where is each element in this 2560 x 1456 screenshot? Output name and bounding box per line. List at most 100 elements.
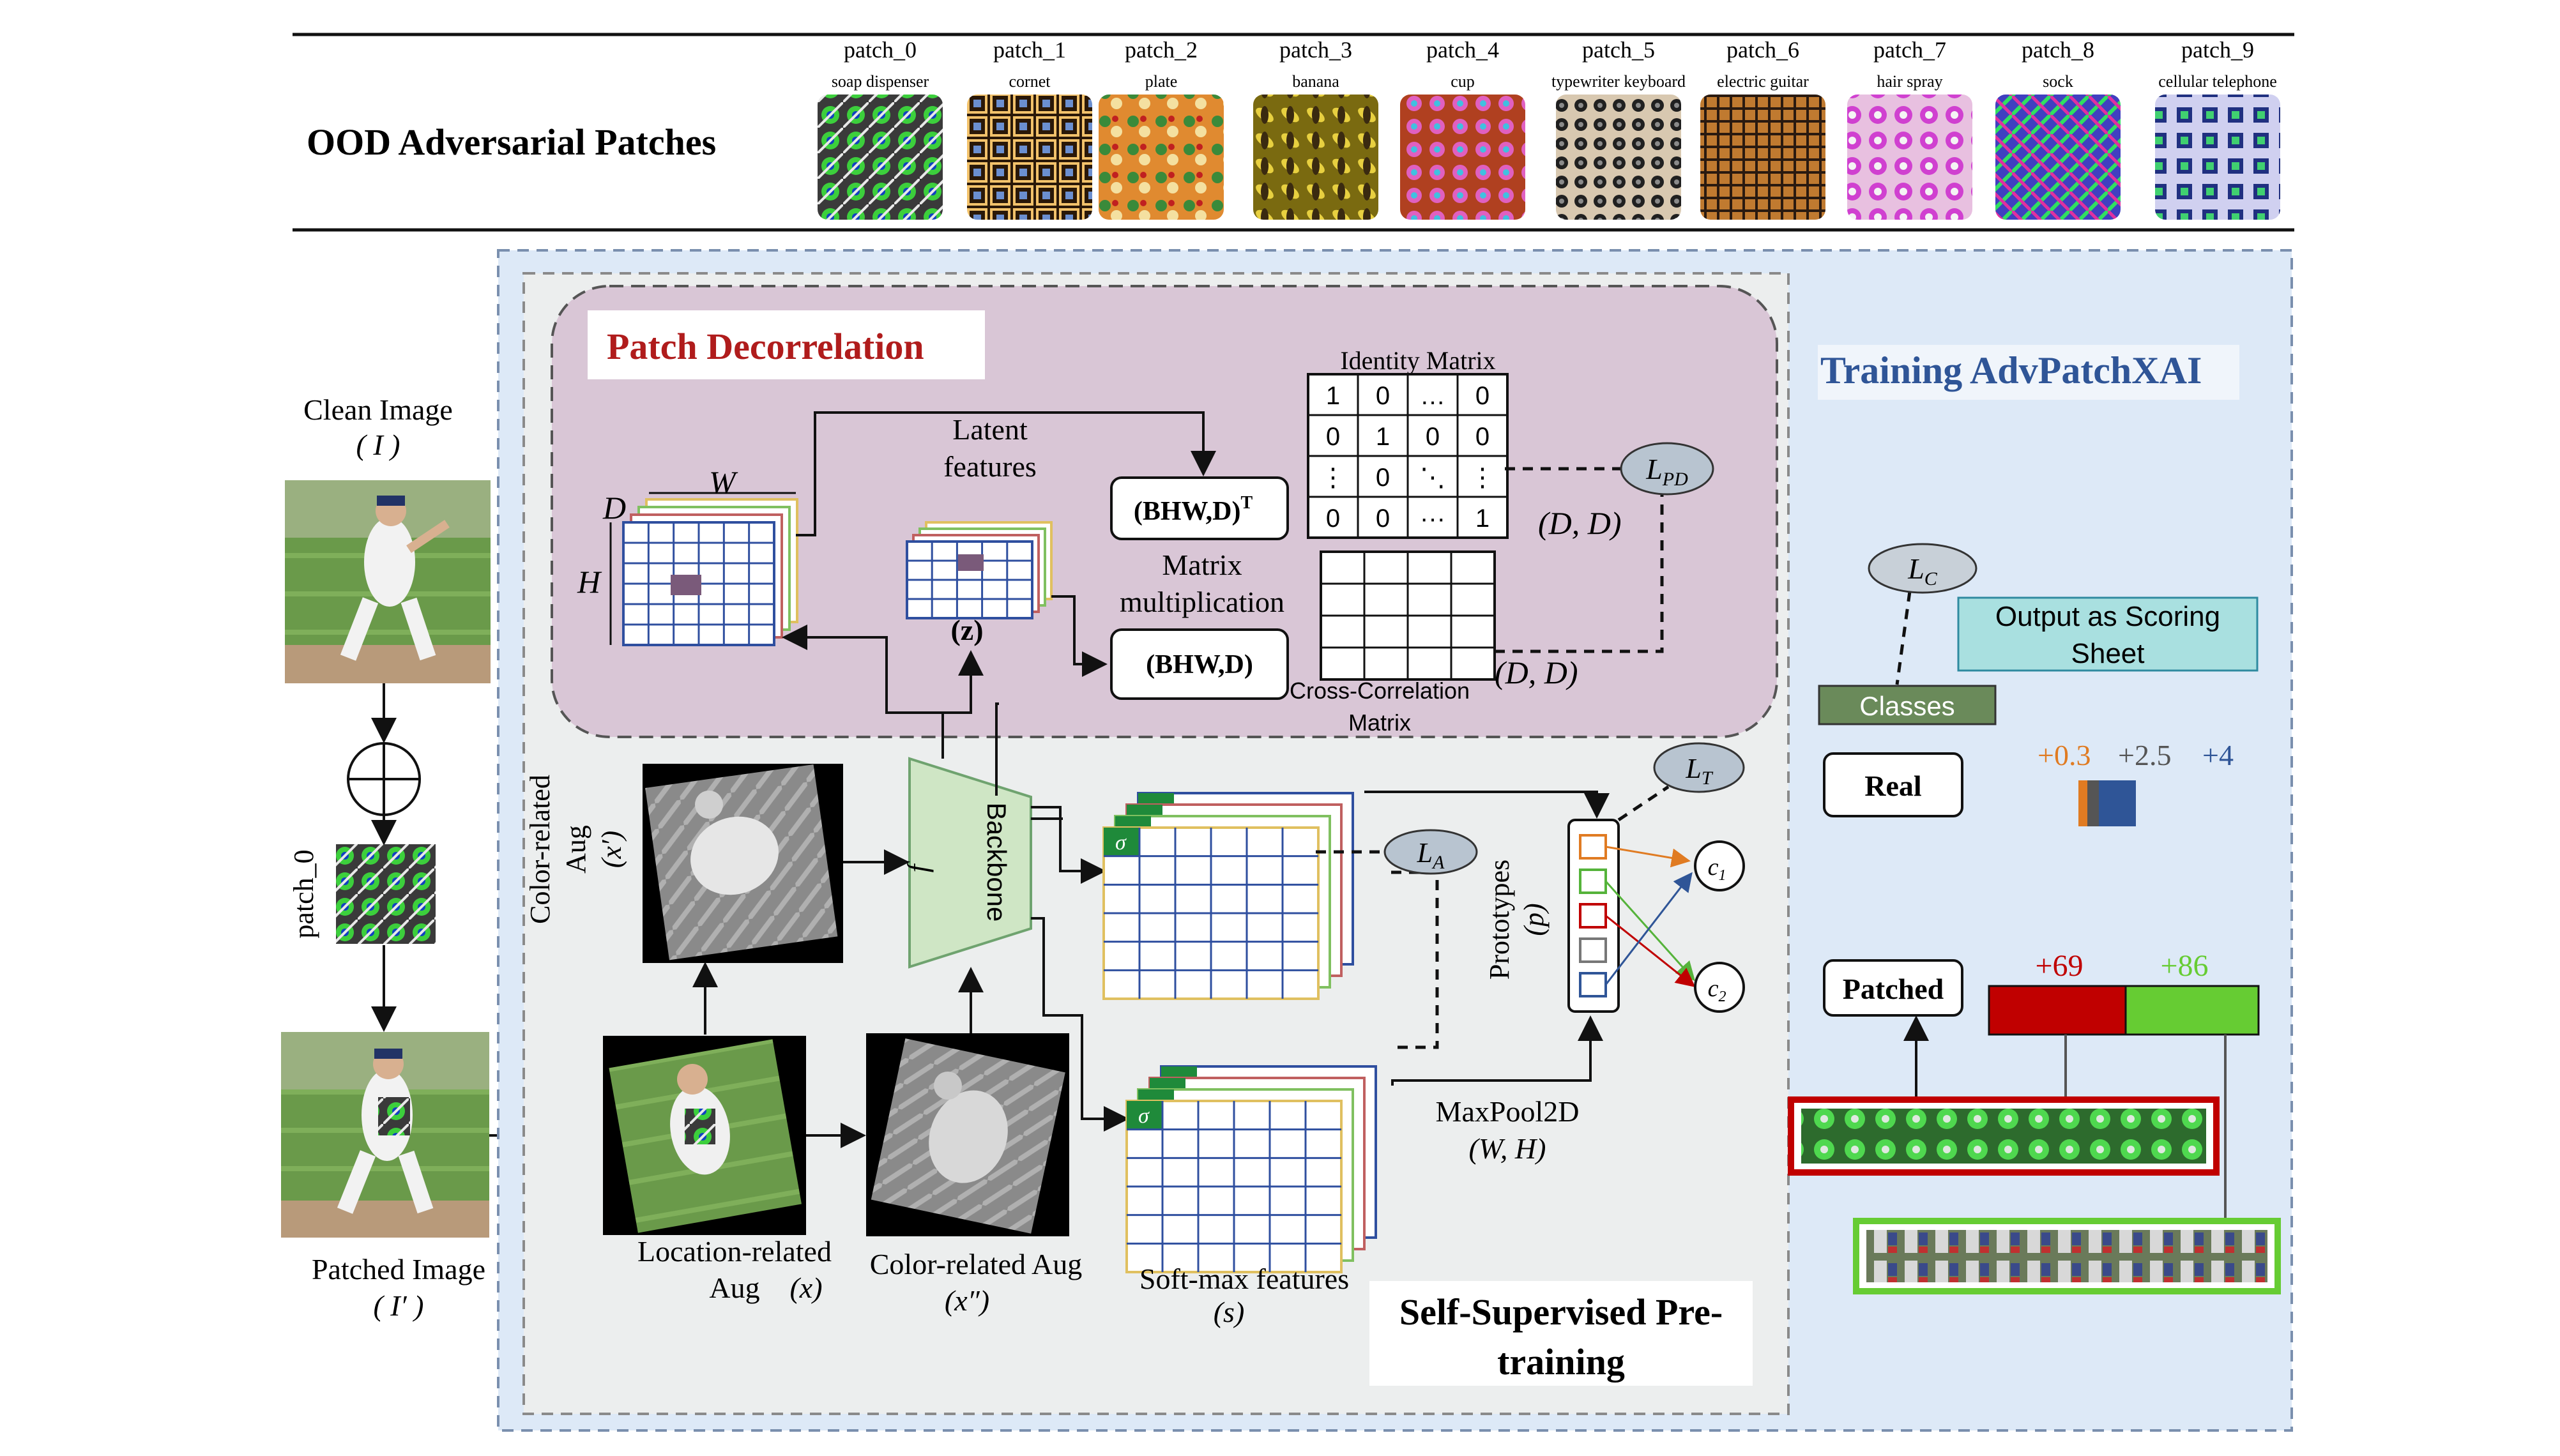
feature-stack-a: σ [1102, 792, 1354, 1000]
location-aug-symbol: (x) [789, 1271, 822, 1304]
crosscorr-dims: (D, D) [1495, 655, 1578, 690]
proto-gray [1579, 937, 1607, 963]
identity-cell: ⋱ [1420, 464, 1445, 492]
patch-image-9 [2155, 95, 2280, 220]
proto-orange [1579, 834, 1607, 860]
patch-class-2: plate [1145, 72, 1178, 91]
class-c1-label: c1 [1708, 854, 1726, 884]
ssl-title-1: Self-Supervised Pre- [1399, 1291, 1723, 1333]
loss-c-bubble [1868, 543, 1977, 594]
crosscorr-label-2: Matrix [1348, 709, 1411, 736]
color-aug-1-label-2: Aug [560, 825, 591, 874]
identity-cell: 1 [1326, 382, 1340, 410]
sigma-label: σ [1138, 1104, 1150, 1128]
patch-image-5 [1556, 95, 1681, 220]
identity-cell: ··· [1420, 504, 1445, 533]
identity-cell: 0 [1475, 423, 1490, 451]
patch-image-7 [1847, 95, 1972, 220]
color-aug-2-image [866, 1033, 1069, 1236]
transpose-box [1110, 476, 1289, 540]
softmax-label: Soft-max features [1139, 1263, 1349, 1295]
left-column: Clean Image ( I ) patch_0 [281, 393, 602, 1322]
matmul-label-2: multiplication [1120, 586, 1284, 618]
patch-0-thumbnail [336, 844, 436, 944]
loss-a: LA [1417, 837, 1445, 873]
identity-cell: 1 [1475, 504, 1490, 533]
patch-image-4 [1400, 95, 1525, 220]
training-title-box [1818, 345, 2239, 400]
latent-symbol: (z) [950, 614, 983, 646]
loss-t-bubble [1653, 742, 1745, 793]
proto-blue [1579, 972, 1607, 997]
patch-id-8: patch_8 [2022, 37, 2094, 63]
crosscorr-matrix [1320, 550, 1496, 681]
plain-box [1110, 628, 1289, 700]
classes-label: Classes [1859, 691, 1954, 721]
score-b: +2.5 [2118, 739, 2171, 771]
color-aug-1-symbol: (x′) [596, 831, 627, 868]
class-c2 [1694, 962, 1745, 1013]
identity-title: Identity Matrix [1340, 346, 1495, 375]
maxpool-dims: (W, H) [1469, 1132, 1546, 1165]
dim-d: D [602, 490, 626, 526]
identity-dims: (D, D) [1538, 505, 1622, 541]
patch-id-7: patch_7 [1873, 37, 1946, 63]
softmax-symbol: (s) [1214, 1296, 1245, 1328]
patch-class-3: banana [1292, 72, 1339, 91]
patch-image-1 [967, 95, 1092, 220]
patch-class-5: typewriter keyboard [1551, 72, 1686, 91]
location-aug-label-1: Location-related [637, 1235, 832, 1268]
dim-h: H [577, 564, 602, 600]
patch-id-9: patch_9 [2181, 37, 2254, 63]
patched-bar-green [2124, 985, 2260, 1036]
patch-id-4: patch_4 [1426, 37, 1499, 63]
clean-image [285, 480, 491, 683]
transpose-box-label: (BHW,D)T [1134, 493, 1253, 526]
location-aug-label-2: Aug [709, 1271, 759, 1304]
patched-bar-red [1988, 985, 2127, 1036]
patched-image-label: Patched Image [312, 1253, 485, 1285]
latent-label-1: Latent [952, 413, 1028, 446]
backbone [908, 757, 1032, 969]
patch-id-0: patch_0 [844, 37, 917, 63]
loss-pd: LPD [1645, 453, 1688, 490]
maxpool-label: MaxPool2D [1436, 1095, 1580, 1128]
patch-image-8 [1995, 95, 2121, 220]
patch-class-8: sock [2043, 72, 2073, 91]
prototypes-label: Prototypes [1484, 860, 1515, 980]
patch-id-6: patch_6 [1726, 37, 1799, 63]
decorrelation-title-box [588, 310, 985, 379]
identity-cell: ⋮ [1470, 464, 1495, 492]
output-scoring-box [1957, 596, 2259, 672]
matmul-label-1: Matrix [1162, 549, 1242, 581]
plain-box-label: (BHW,D) [1146, 650, 1253, 679]
patch-id-1: patch_1 [993, 37, 1066, 63]
latent-label-2: features [943, 450, 1037, 483]
score-a: +0.3 [2038, 739, 2091, 771]
patched-label: Patched [1843, 973, 1944, 1005]
patch-id-3: patch_3 [1279, 37, 1352, 63]
clean-image-symbol: ( I ) [356, 428, 400, 461]
color-aug-2-label: Color-related Aug [870, 1248, 1083, 1280]
classes-box [1818, 685, 1997, 725]
header-title: OOD Adversarial Patches [307, 121, 716, 163]
patch-class-9: cellular telephone [2158, 72, 2277, 91]
decorrelation-title: Patch Decorrelation [607, 326, 924, 367]
training-title: Training AdvPatchXAI [1820, 349, 2202, 391]
clean-image-label: Clean Image [303, 393, 453, 426]
sigma-label: σ [1115, 831, 1127, 854]
prototypes-symbol: (p) [1518, 903, 1550, 936]
proto-red [1579, 903, 1607, 929]
crosscorr-label-1: Cross-Correlation [1290, 678, 1470, 704]
loss-a-bubble [1383, 829, 1478, 875]
feature-stack-b: σ [1125, 1065, 1377, 1273]
patch-class-6: electric guitar [1717, 72, 1809, 91]
class-c2-label: c2 [1708, 975, 1726, 1005]
add-operator [347, 742, 421, 816]
loss-c: LC [1907, 552, 1938, 589]
identity-cell: ⋮ [1320, 464, 1346, 492]
loss-pd-bubble [1620, 442, 1714, 496]
identity-cell: 0 [1376, 504, 1390, 533]
